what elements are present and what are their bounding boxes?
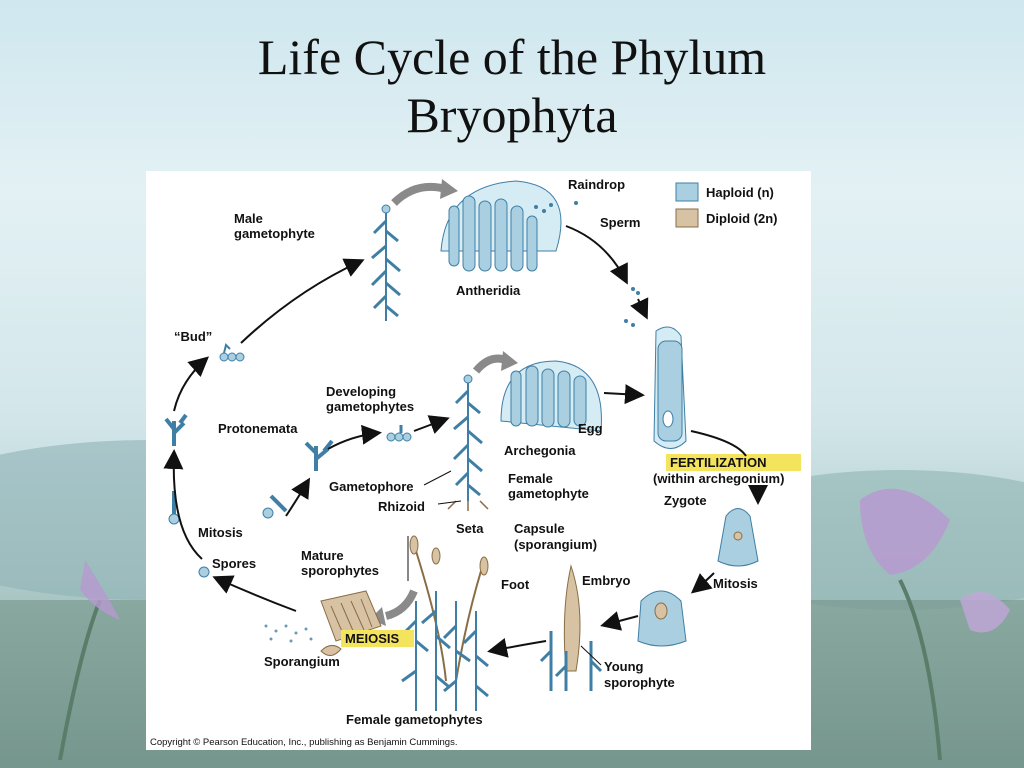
female-gametophytes-label: Female gametophytes (346, 712, 483, 727)
sperm-label: Sperm (600, 215, 640, 230)
legend-haploid: Haploid (n) (706, 185, 774, 200)
copyright-text: Copyright © Pearson Education, Inc., pub… (150, 737, 457, 748)
diploid-swatch (675, 208, 699, 228)
arrow-to-fertilization (690, 430, 747, 457)
fertilization-label: FERTILIZATION (670, 455, 767, 470)
embryo-illustration (637, 590, 687, 647)
male-gametophyte-label-2: gametophyte (234, 226, 315, 241)
gametophore-label: Gametophore (329, 479, 414, 494)
developing-label-2: gametophytes (326, 399, 414, 414)
archegonia-label: Archegonia (504, 443, 576, 458)
germinating-spore-illustration (168, 491, 288, 525)
legend: Haploid (n) Diploid (2n) (675, 182, 778, 228)
arrow-young-to-mature (487, 638, 547, 658)
protonemata-illustration-left (164, 413, 188, 446)
arrow-bud-to-male (240, 258, 365, 344)
mature-sporophytes-illustration (401, 535, 489, 711)
arrow-zygote-to-embryo (690, 572, 715, 594)
arrow-sperm-2 (630, 297, 649, 320)
title-line-2: Bryophyta (406, 87, 618, 143)
arrow-archegonia-to-neck (603, 384, 645, 405)
protonemata-label: Protonemata (218, 421, 298, 436)
zygote-illustration (717, 508, 759, 567)
archegonia-illustration (500, 360, 602, 432)
rhizoid-label: Rhizoid (378, 499, 425, 514)
male-gametophyte-plant (370, 204, 401, 321)
developing-label-1: Developing (326, 384, 396, 399)
embryo-label: Embryo (582, 573, 630, 588)
foot-label: Foot (501, 577, 530, 592)
zoom-arrow-male (391, 182, 448, 206)
mitosis-left-label: Mitosis (198, 525, 243, 540)
mature-label-2: sporophytes (301, 563, 379, 578)
slide-title: Life Cycle of the Phylum Bryophyta (0, 28, 1024, 144)
title-line-1: Life Cycle of the Phylum (257, 29, 767, 85)
meiosis-label: MEIOSIS (345, 631, 400, 646)
sporangium-illustration (320, 590, 382, 656)
female-gametophyte-label-2: gametophyte (508, 486, 589, 501)
capsule-label-2: (sporangium) (514, 537, 597, 552)
fertilization-highlight (666, 454, 801, 471)
bud-label: “Bud” (174, 329, 212, 344)
young-label-1: Young (604, 659, 644, 674)
arrow-spores-up (163, 449, 203, 560)
spore-dot (198, 566, 210, 578)
arrow-mitosis-to-protonemata (285, 477, 311, 517)
legend-diploid: Diploid (2n) (706, 211, 778, 226)
zygote-label: Zygote (664, 493, 707, 508)
seta-label: Seta (456, 521, 484, 536)
female-gametophyte-plant (447, 374, 489, 511)
antheridia-label: Antheridia (456, 283, 521, 298)
diagram-canvas: Haploid (n) Diploid (2n) Male gametophyt… (150, 177, 801, 748)
spore-cloud (264, 624, 313, 643)
sporangium-label: Sporangium (264, 654, 340, 669)
raindrop-label: Raindrop (568, 177, 625, 192)
capsule-label-1: Capsule (514, 521, 565, 536)
arrow-meiosis-to-spores (212, 575, 297, 612)
developing-gametophyte-illustration (386, 425, 412, 442)
female-gametophyte-label-1: Female (508, 471, 553, 486)
mitosis-right-label: Mitosis (713, 576, 758, 591)
mature-label-1: Mature (301, 548, 344, 563)
arrow-developing-to-female (413, 415, 450, 434)
archegonium-neck (624, 319, 687, 449)
flower-left (58, 560, 120, 761)
arrow-sperm-1 (565, 225, 628, 285)
arrow-protonemata-to-bud (173, 356, 210, 412)
flower-right (860, 488, 1010, 761)
arrow-embryo-to-young (600, 611, 639, 631)
zoom-arrow-capsule (384, 589, 418, 620)
egg-label: Egg (578, 421, 603, 436)
bud-illustration (219, 343, 245, 362)
protonemata-illustration-center (304, 439, 334, 471)
spores-label: Spores (212, 556, 256, 571)
antheridia-illustration (440, 180, 578, 272)
haploid-swatch (675, 182, 699, 202)
young-label-2: sporophyte (604, 675, 675, 690)
young-sporophyte-illustration (539, 564, 603, 691)
life-cycle-diagram: Haploid (n) Diploid (2n) Male gametophyt… (146, 171, 811, 750)
arrow-protonemata-to-developing (327, 424, 382, 450)
within-archegonium-label: (within archegonium) (653, 471, 784, 486)
meiosis-highlight (341, 630, 414, 647)
male-gametophyte-label-1: Male (234, 211, 263, 226)
